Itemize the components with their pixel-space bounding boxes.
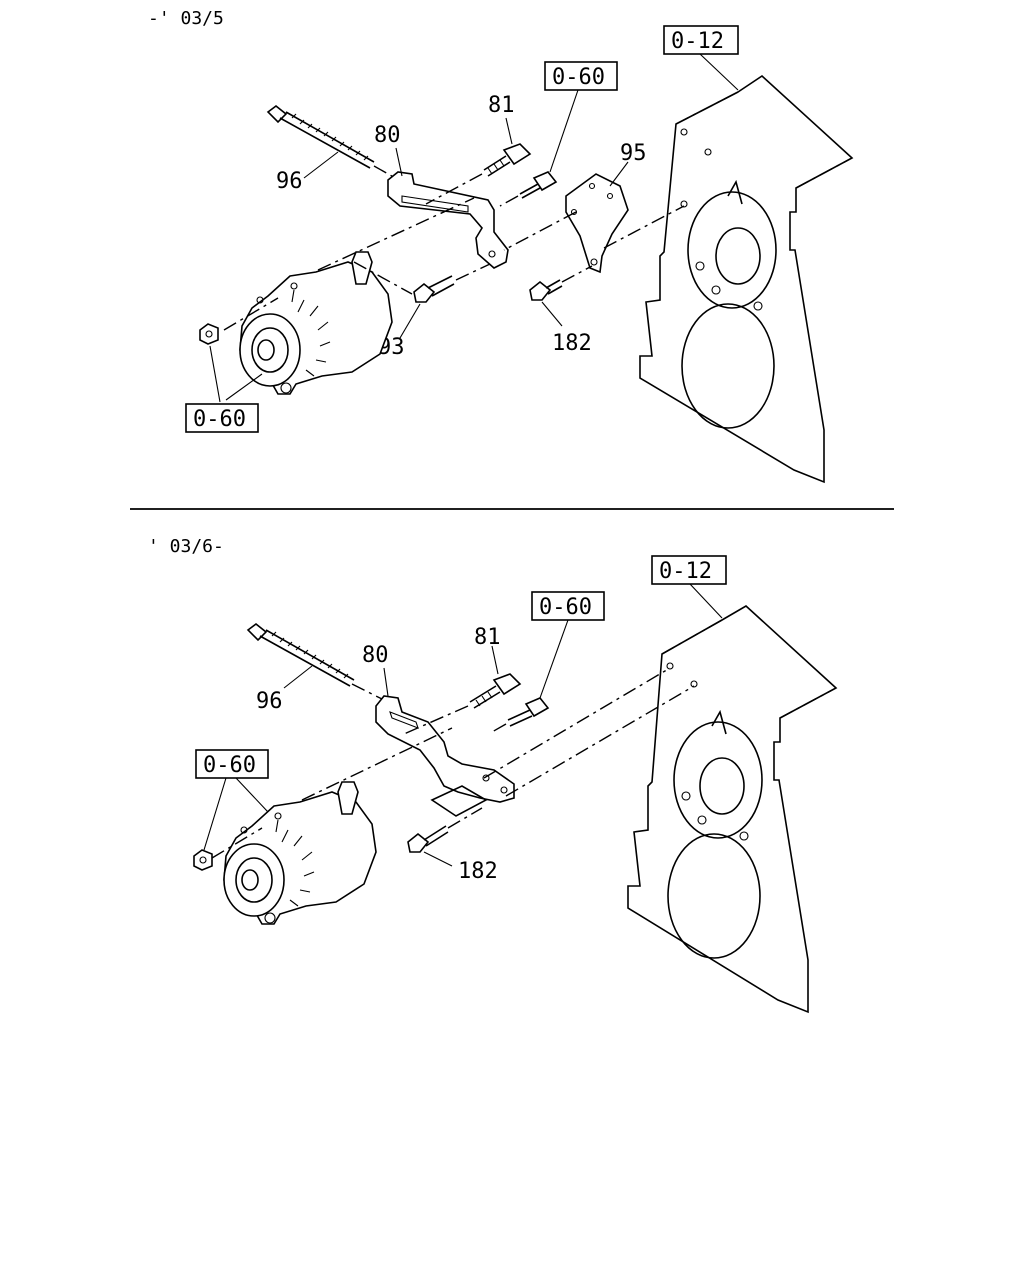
svg-text:0-60: 0-60 [193, 407, 246, 432]
svg-text:0-60: 0-60 [552, 65, 605, 90]
part-label-81: 81 [488, 93, 515, 118]
ref-box-engine-block: 0-12 [663, 25, 739, 55]
part-label-96: 96 [276, 169, 303, 194]
leader-line [609, 161, 629, 187]
assembly-line [425, 173, 483, 205]
assembly-line [447, 807, 483, 829]
bolt-ref-0-60 [519, 171, 558, 199]
ref-box-bolt-0-60: 0-60 [544, 61, 618, 91]
long-bolt-96 [266, 104, 375, 169]
leader-line [209, 345, 263, 403]
leader-line [505, 117, 513, 145]
svg-text:0-60: 0-60 [203, 753, 256, 778]
plate-95 [565, 173, 629, 274]
assembly-line [351, 683, 385, 701]
leader-line [395, 147, 403, 177]
svg-text:0-12: 0-12 [671, 29, 724, 54]
bracket-80 [387, 171, 509, 269]
part-label-95: 95 [620, 141, 647, 166]
svg-text:0-12: 0-12 [659, 559, 712, 584]
ref-box-bolt-0-60: 0-60 [531, 591, 605, 621]
ref-box-nut-0-60: 0-60 [185, 403, 259, 433]
ref-box-nut-0-60: 0-60 [195, 749, 269, 779]
leader-line [689, 583, 723, 619]
long-bolt-96 [246, 622, 355, 687]
bolt-81 [483, 143, 532, 177]
part-label-96: 96 [256, 689, 283, 714]
assembly-line [211, 727, 453, 859]
nut [199, 323, 219, 345]
assembly-line [403, 705, 469, 735]
leader-line [399, 303, 421, 339]
leader-line [539, 619, 569, 699]
bolt-ref-0-60 [507, 697, 550, 727]
power-steering-pump [239, 251, 393, 395]
svg-text:0-60: 0-60 [539, 595, 592, 620]
assembly-line [561, 265, 593, 283]
date-range-label: -' 03/5 [148, 8, 224, 29]
assembly-line [491, 723, 507, 733]
part-label-80: 80 [374, 123, 401, 148]
engine-block [627, 605, 838, 1014]
leader-line [303, 151, 339, 179]
leader-line [491, 645, 499, 675]
engine-block [639, 74, 854, 484]
bolt-182 [407, 825, 449, 853]
nut [193, 849, 213, 871]
date-range-label: ' 03/6- [148, 536, 224, 557]
ref-box-engine-block: 0-12 [651, 555, 727, 585]
bracket-80 [375, 695, 515, 817]
bolt-93 [413, 275, 455, 303]
section-from-2003-06: ' 03/6- 0-12 96 [148, 536, 838, 1014]
leader-line [383, 667, 389, 697]
part-label-182: 182 [552, 331, 592, 356]
bolt-182 [529, 279, 563, 301]
leader-line [541, 301, 563, 327]
leader-line [203, 777, 269, 851]
part-label-80: 80 [362, 643, 389, 668]
assembly-line [483, 667, 695, 797]
assembly-line [223, 197, 475, 331]
bolt-81 [469, 673, 522, 709]
leader-line [423, 851, 453, 867]
section-pre-2003-05: -' 03/5 0-12 96 [148, 8, 854, 484]
leader-line [283, 665, 313, 689]
leader-line [699, 53, 739, 91]
part-label-81: 81 [474, 625, 501, 650]
assembly-line [499, 195, 519, 207]
assembly-line [455, 263, 491, 281]
power-steering-pump [223, 781, 377, 925]
assembly-line [503, 205, 685, 251]
part-label-182: 182 [458, 859, 498, 884]
leader-line [549, 89, 579, 173]
